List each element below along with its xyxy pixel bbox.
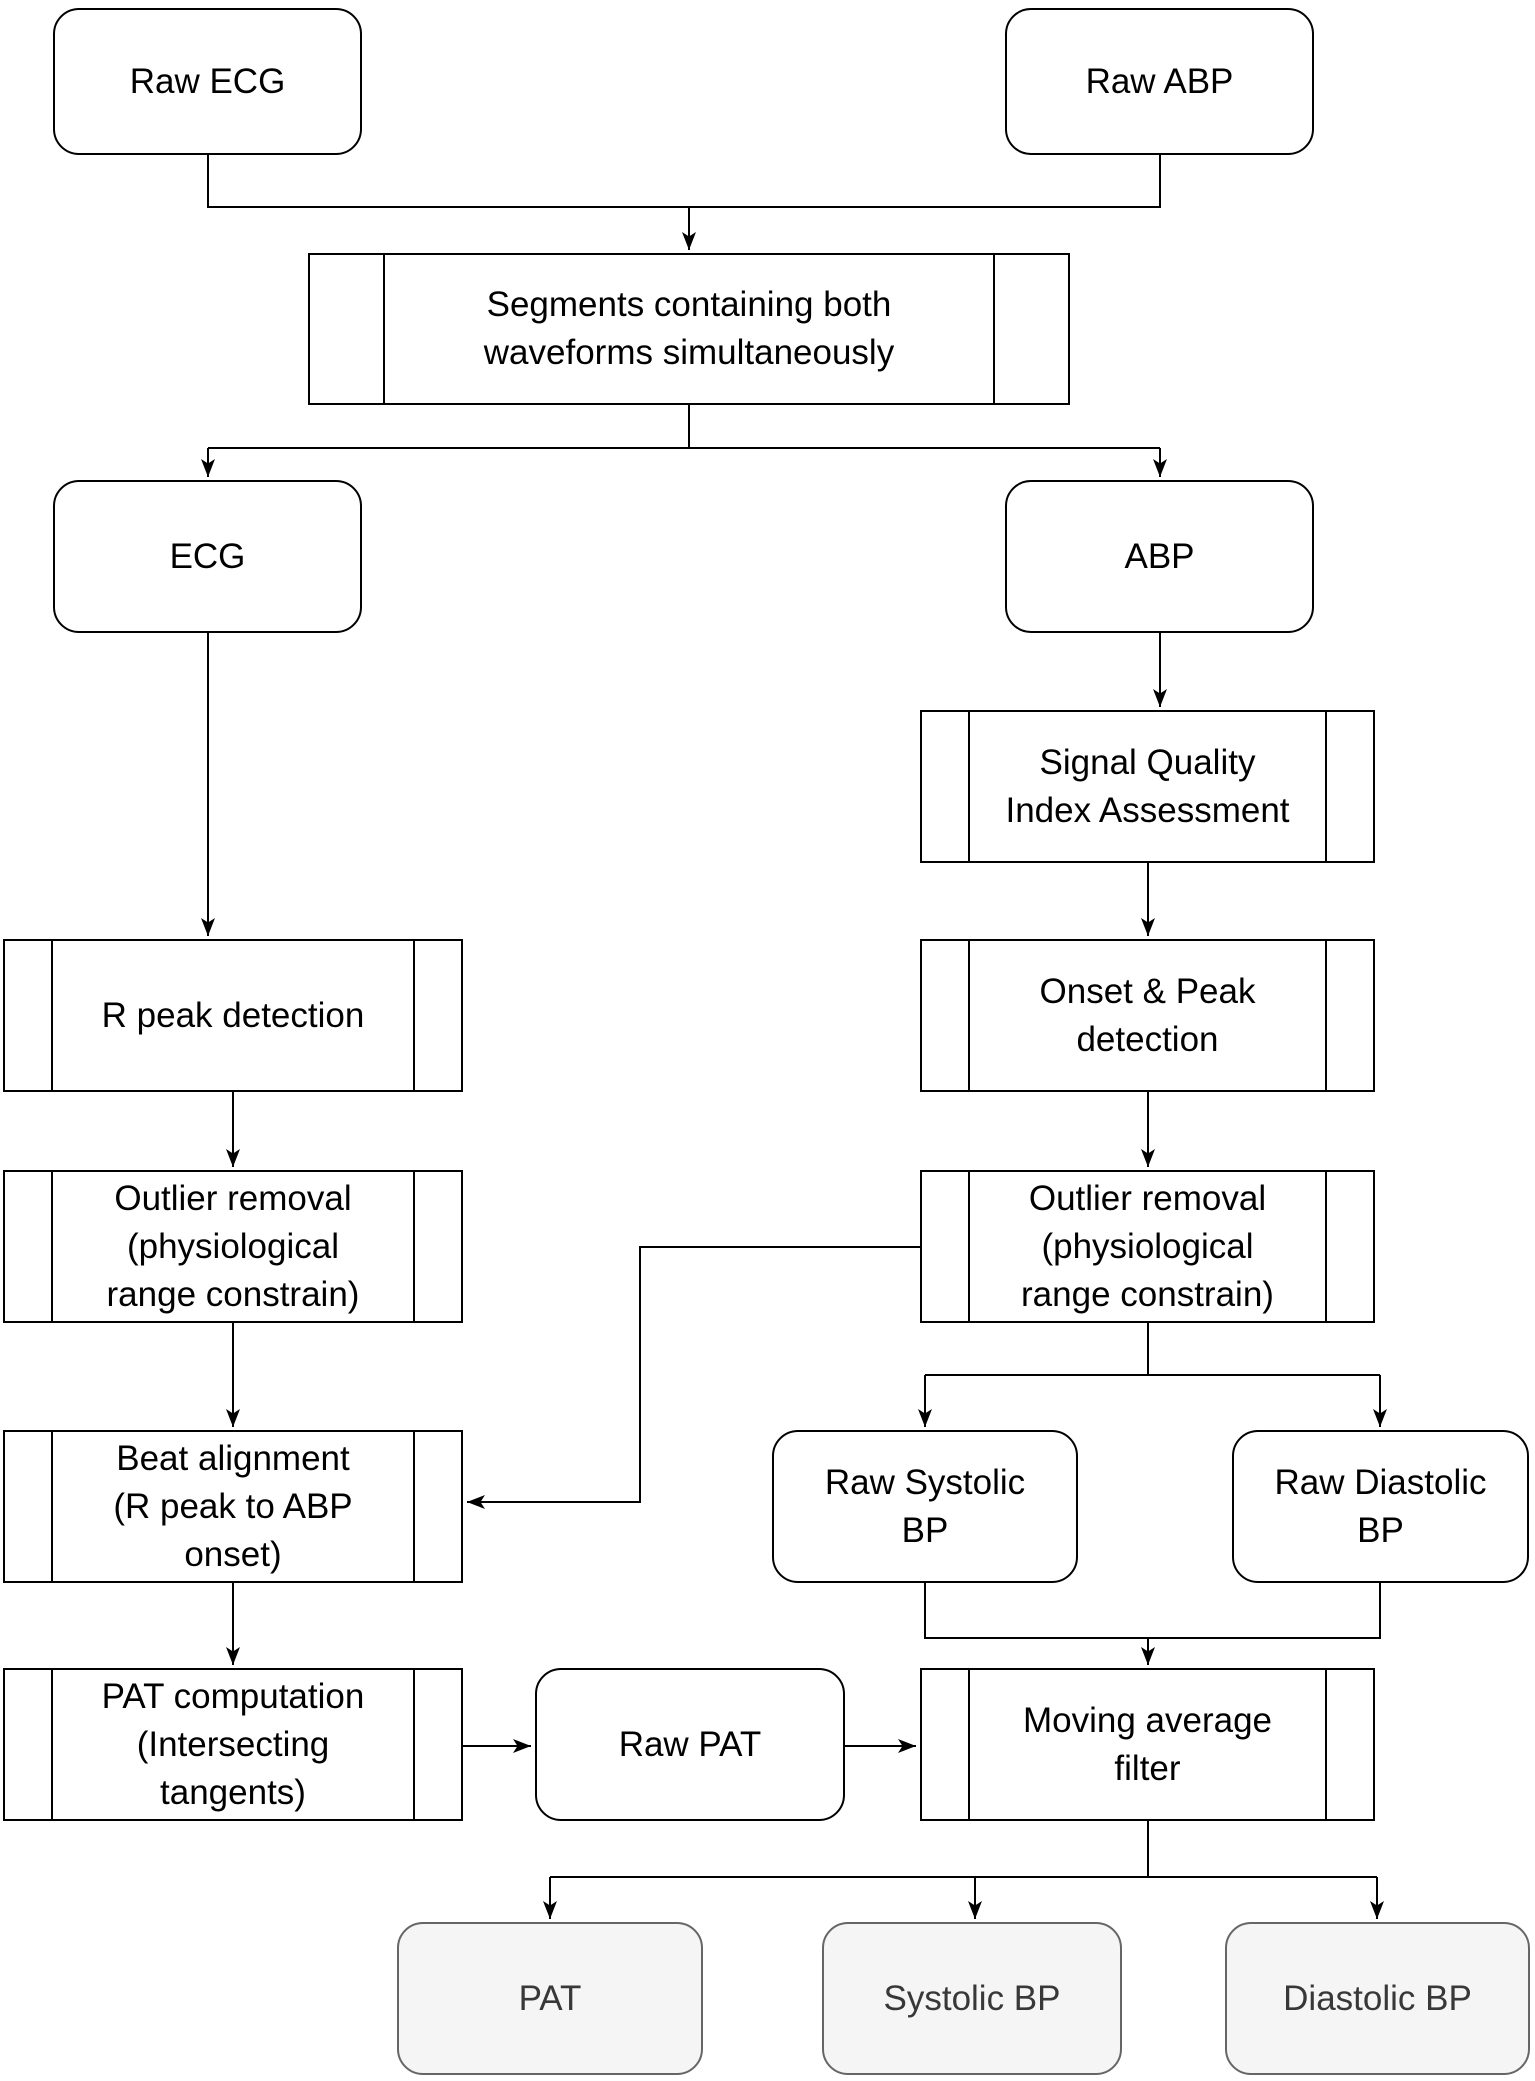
- node-output-systolic-bp: Systolic BP: [822, 1922, 1122, 2075]
- edge-raw-bp-merge-bar: [924, 1583, 1381, 1639]
- node-ecg: ECG: [53, 480, 362, 633]
- node-outlier-removal-ecg: Outlier removal (physiological range con…: [3, 1170, 463, 1323]
- edge-outlier-abp-to-beat: [467, 1246, 920, 1509]
- node-pat-computation: PAT computation (Intersecting tangents): [3, 1668, 463, 1821]
- node-raw-abp: Raw ABP: [1005, 8, 1314, 155]
- node-segments: Segments containing both waveforms simul…: [308, 253, 1070, 405]
- node-output-diastolic-bp: Diastolic BP: [1225, 1922, 1530, 2075]
- node-signal-quality-index: Signal Quality Index Assessment: [920, 710, 1375, 863]
- node-abp: ABP: [1005, 480, 1314, 633]
- node-raw-pat: Raw PAT: [535, 1668, 845, 1821]
- edge-raw-merge-bar: [207, 155, 1161, 208]
- node-moving-average-filter: Moving average filter: [920, 1668, 1375, 1821]
- node-raw-ecg: Raw ECG: [53, 8, 362, 155]
- node-raw-diastolic-bp: Raw Diastolic BP: [1232, 1430, 1529, 1583]
- node-output-pat: PAT: [397, 1922, 703, 2075]
- node-beat-alignment: Beat alignment (R peak to ABP onset): [3, 1430, 463, 1583]
- node-raw-systolic-bp: Raw Systolic BP: [772, 1430, 1078, 1583]
- node-outlier-removal-abp: Outlier removal (physiological range con…: [920, 1170, 1375, 1323]
- node-r-peak-detection: R peak detection: [3, 939, 463, 1092]
- node-onset-peak-detection: Onset & Peak detection: [920, 939, 1375, 1092]
